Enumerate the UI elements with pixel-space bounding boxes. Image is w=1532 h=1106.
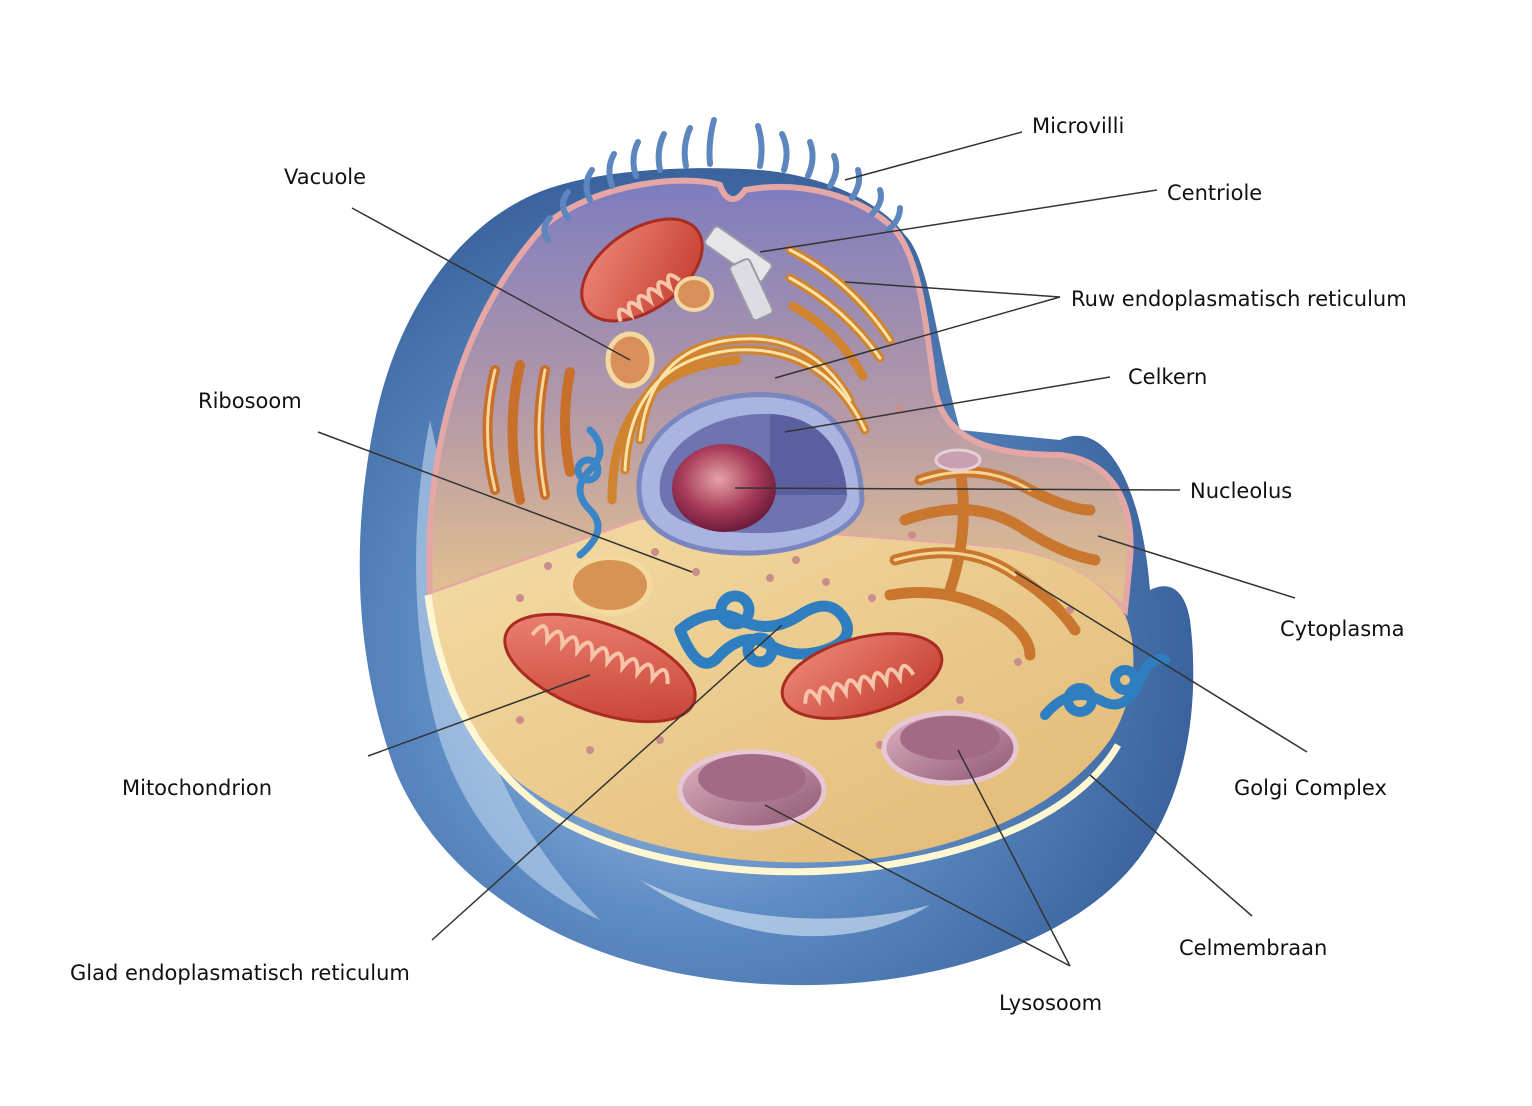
centriole (703, 225, 774, 322)
label-mitochondrion: Mitochondrion (122, 776, 273, 800)
ribosomes (516, 406, 1074, 754)
label-cytoplasma: Cytoplasma (1280, 617, 1405, 641)
lysosome-right (881, 710, 1019, 786)
microvilli (541, 117, 903, 243)
label-golgi: Golgi Complex (1234, 776, 1387, 800)
smooth-er (674, 590, 853, 669)
lysosome-left (677, 749, 827, 831)
label-ruw-er: Ruw endoplasmatisch reticulum (1071, 287, 1407, 311)
nucleolus (672, 444, 776, 532)
vacuole-floor (567, 554, 653, 616)
smooth-er-wall (574, 426, 604, 559)
label-microvilli: Microvilli (1032, 114, 1125, 138)
label-glad-er: Glad endoplasmatisch reticulum (70, 961, 410, 985)
label-celkern: Celkern (1128, 365, 1208, 389)
label-ribosoom: Ribosoom (198, 389, 302, 413)
mitochondrion-top (580, 217, 704, 323)
mitochondrion-right (780, 632, 944, 720)
label-celmembraan: Celmembraan (1179, 936, 1328, 960)
label-nucleolus: Nucleolus (1190, 479, 1293, 503)
leader-lines (317, 131, 1308, 967)
label-centriole: Centriole (1167, 181, 1263, 205)
label-vacuole: Vacuole (284, 165, 367, 189)
mitochondrion-left (503, 612, 697, 724)
smooth-er-right (1040, 654, 1170, 720)
label-lysosoom: Lysosoom (999, 991, 1103, 1015)
